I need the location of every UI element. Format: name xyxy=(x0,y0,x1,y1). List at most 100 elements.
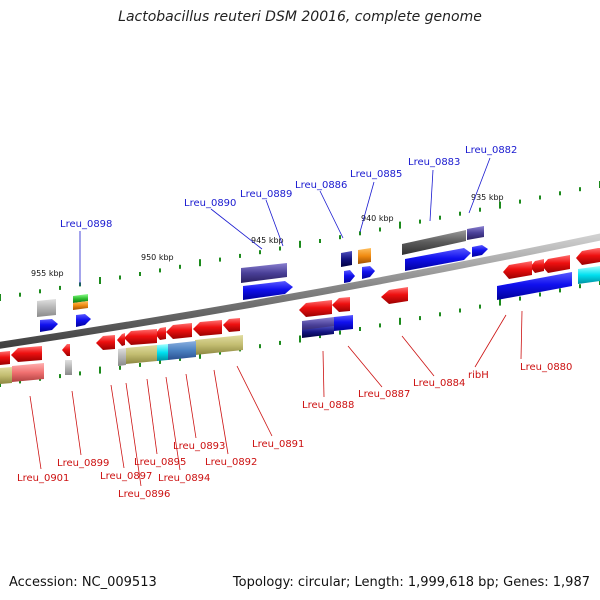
chromosome-backbone xyxy=(0,233,600,349)
gene-arrow[interactable] xyxy=(405,248,471,271)
gene-label-lreu-0898[interactable]: Lreu_0898 xyxy=(60,219,112,230)
scale-tick xyxy=(579,187,581,192)
gene-arrow[interactable] xyxy=(118,348,126,366)
gene-arrow[interactable] xyxy=(168,341,196,360)
gene-arrow[interactable] xyxy=(578,266,600,284)
gene-arrow[interactable] xyxy=(576,248,600,265)
scale-tick xyxy=(359,231,361,236)
gene-arrow[interactable] xyxy=(76,314,91,327)
gene-arrow[interactable] xyxy=(467,226,484,240)
scale-tick xyxy=(539,195,541,200)
gene-label-lreu-0894[interactable]: Lreu_0894 xyxy=(158,473,210,484)
forward-gene-labels: Lreu_0882 Lreu_0883 Lreu_0885 Lreu_0886 … xyxy=(60,145,517,286)
gene-arrow[interactable] xyxy=(358,248,371,264)
gene-arrow[interactable] xyxy=(241,263,287,283)
gene-arrow[interactable] xyxy=(362,266,375,279)
gene-label-lreu-0887[interactable]: Lreu_0887 xyxy=(358,389,410,400)
scale-tick xyxy=(439,215,441,220)
gene-arrow[interactable] xyxy=(542,255,570,273)
gene-label-lreu-0885[interactable]: Lreu_0885 xyxy=(350,169,402,180)
gene-arrow[interactable] xyxy=(402,230,466,255)
gene-arrow[interactable] xyxy=(73,294,88,303)
gene-arrow[interactable] xyxy=(530,259,544,273)
gene-arrow[interactable] xyxy=(11,346,42,362)
scale-tick xyxy=(159,268,161,273)
gene-arrow[interactable] xyxy=(37,299,56,317)
gene-label-lreu-0901[interactable]: Lreu_0901 xyxy=(17,473,69,484)
scale-label: 955 kbp xyxy=(31,269,64,278)
gene-label-lreu-0884[interactable]: Lreu_0884 xyxy=(413,378,465,389)
gene-label-lreu-0895[interactable]: Lreu_0895 xyxy=(134,457,186,468)
gene-label-lreu-0891[interactable]: Lreu_0891 xyxy=(252,439,304,450)
gene-arrow[interactable] xyxy=(62,344,70,356)
scale-tick xyxy=(59,374,61,379)
scale-tick xyxy=(119,275,121,280)
gene-label-lreu-0886[interactable]: Lreu_0886 xyxy=(295,180,347,191)
gene-arrow[interactable] xyxy=(472,245,488,257)
scale-tick xyxy=(199,259,201,267)
gene-label-lreu-0897[interactable]: Lreu_0897 xyxy=(100,471,152,482)
gene-label-lreu-0893[interactable]: Lreu_0893 xyxy=(173,441,225,452)
gene-arrow[interactable] xyxy=(195,335,243,355)
scale-tick xyxy=(159,359,161,364)
gene-arrow[interactable] xyxy=(126,345,157,364)
scale-tick xyxy=(199,351,201,359)
gene-label-lreu-0882[interactable]: Lreu_0882 xyxy=(465,145,517,156)
scale-tick xyxy=(299,240,301,248)
gene-label-lreu-0888[interactable]: Lreu_0888 xyxy=(302,400,354,411)
gene-arrow[interactable] xyxy=(503,261,532,279)
scale-tick xyxy=(439,312,441,317)
scale-tick xyxy=(219,257,221,262)
gene-arrow[interactable] xyxy=(40,319,58,332)
gene-label-lreu-0880[interactable]: Lreu_0880 xyxy=(520,362,572,373)
gene-label-lreu-0899[interactable]: Lreu_0899 xyxy=(57,458,109,469)
gene-label-lreu-0890[interactable]: Lreu_0890 xyxy=(184,198,236,209)
scale-tick xyxy=(519,199,521,204)
scale-tick xyxy=(499,298,501,306)
scale-tick xyxy=(559,191,561,196)
gene-arrow[interactable] xyxy=(166,323,192,339)
gene-label-lreu-0883[interactable]: Lreu_0883 xyxy=(408,157,460,168)
scale-tick xyxy=(319,239,321,243)
gene-label-ribh[interactable]: ribH xyxy=(468,370,489,381)
gene-arrow[interactable] xyxy=(124,329,157,345)
gene-label-lreu-0896[interactable]: Lreu_0896 xyxy=(118,489,170,500)
scale-label: 935 kbp xyxy=(471,193,504,202)
gene-arrow[interactable] xyxy=(0,351,10,365)
scale-tick xyxy=(379,323,381,328)
accession-text: Accession: NC_009513 xyxy=(9,575,157,590)
gene-arrow[interactable] xyxy=(117,333,125,346)
gene-arrow[interactable] xyxy=(193,320,222,336)
gene-arrow[interactable] xyxy=(12,363,44,382)
scale-tick xyxy=(19,292,21,297)
gene-arrow[interactable] xyxy=(341,251,352,267)
scale-tick xyxy=(219,350,221,355)
gene-label-lreu-0889[interactable]: Lreu_0889 xyxy=(240,189,292,200)
scale-tick xyxy=(559,288,561,293)
scale-tick xyxy=(419,219,421,224)
gene-arrow[interactable] xyxy=(73,301,88,310)
gene-arrow[interactable] xyxy=(0,367,12,384)
gene-label-lreu-0892[interactable]: Lreu_0892 xyxy=(205,457,257,468)
gene-arrow[interactable] xyxy=(381,287,408,304)
scale-tick xyxy=(399,317,401,325)
gene-arrow[interactable] xyxy=(334,315,353,331)
reverse-gene-labels: Lreu_0880 ribH Lreu_0884 Lreu_0887 Lreu_… xyxy=(17,310,572,500)
gene-arrow[interactable] xyxy=(243,281,293,300)
gene-arrow[interactable] xyxy=(332,297,350,312)
gene-arrow[interactable] xyxy=(497,272,572,300)
gene-arrow[interactable] xyxy=(344,270,355,283)
gene-arrow[interactable] xyxy=(299,300,332,317)
gene-arrow[interactable] xyxy=(157,344,168,361)
gene-arrow[interactable] xyxy=(223,318,240,332)
gene-arrow[interactable] xyxy=(155,327,166,340)
gene-arrow[interactable] xyxy=(96,335,115,350)
scale-tick xyxy=(479,304,481,309)
scale-tick xyxy=(79,371,81,376)
scale-tick xyxy=(339,330,341,335)
scale-tick xyxy=(539,292,541,297)
gene-arrow[interactable] xyxy=(65,360,72,375)
gene-arrow[interactable] xyxy=(302,326,334,338)
scale-tick xyxy=(139,272,141,276)
reverse-strand-track xyxy=(0,248,600,384)
